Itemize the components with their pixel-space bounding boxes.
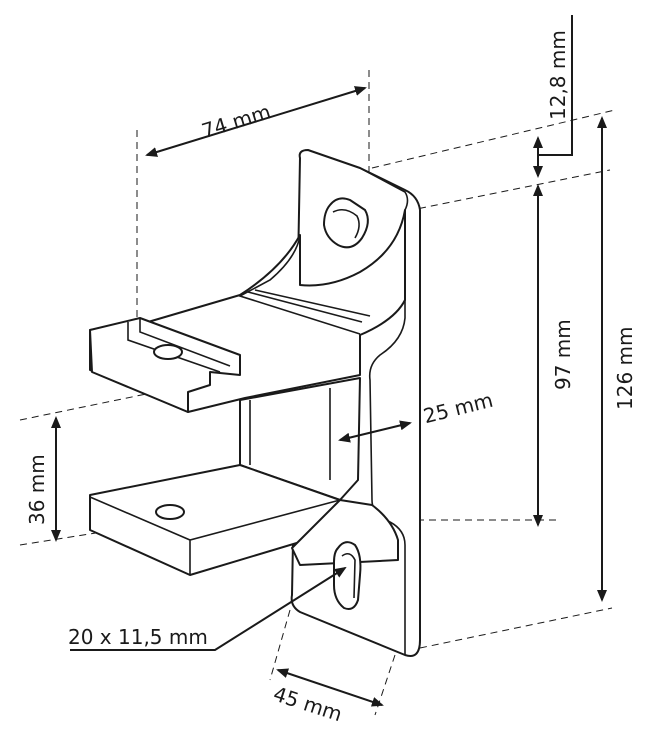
dim-slot-leader [70, 566, 347, 651]
label-97mm: 97 mm [551, 319, 575, 390]
lower-clamp-edge [89, 496, 341, 575]
lower-clamp-hole [155, 504, 185, 520]
dim-25 [338, 420, 412, 443]
bracket [89, 149, 421, 657]
ext-base-right [374, 654, 396, 716]
bottom-slot [333, 541, 362, 610]
dimension-lines [51, 15, 607, 707]
web-edge [249, 388, 331, 480]
upper-arm-groove [247, 289, 371, 323]
dim-12-8-leader [538, 15, 573, 156]
label-slot-size: 20 x 11,5 mm [68, 625, 208, 649]
dim-74 [145, 86, 367, 157]
label-12-8mm: 12,8 mm [546, 30, 570, 120]
upper-clamp [89, 317, 241, 413]
label-74mm: 74 mm [199, 99, 274, 143]
dim-45 [276, 668, 384, 707]
back-plate-edge [359, 167, 409, 655]
top-slot-inner [332, 208, 360, 239]
label-36mm: 36 mm [25, 454, 49, 525]
ext-bottom-126 [419, 607, 613, 649]
bottom-slot-inner [341, 552, 356, 599]
upper-arm-fold [237, 235, 361, 335]
label-25mm: 25 mm [421, 388, 495, 428]
label-126mm: 126 mm [613, 327, 637, 411]
ext-base-left [269, 609, 291, 681]
upper-clamp-rib [127, 318, 231, 373]
upper-clamp-hole [153, 344, 183, 360]
ext-top-126 [371, 109, 616, 169]
